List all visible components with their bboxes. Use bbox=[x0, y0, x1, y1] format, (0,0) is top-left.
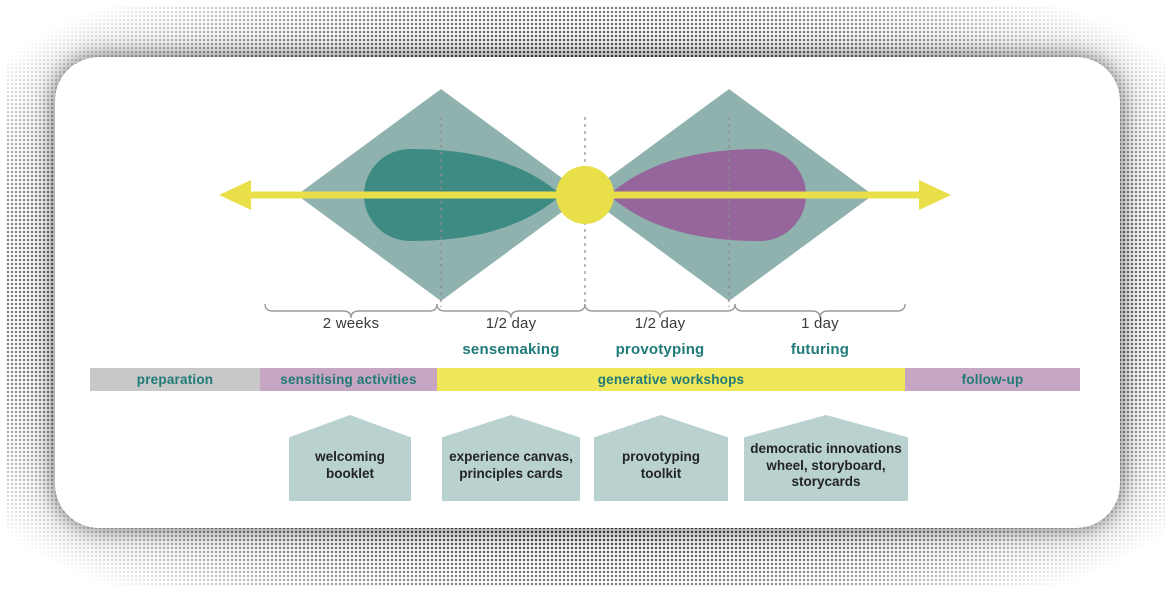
tool-badge-label: democratic innovations wheel, storyboard… bbox=[750, 440, 902, 490]
double-diamond-graphic bbox=[219, 89, 951, 319]
duration-1-day: 1 day bbox=[801, 315, 839, 332]
stage-sensemaking: sensemaking bbox=[462, 341, 560, 358]
tool-badge-label: experience canvas, principles cards bbox=[449, 449, 573, 481]
left-arrowhead-icon bbox=[219, 180, 251, 210]
brace-half-day-2 bbox=[584, 303, 736, 319]
duration-2-weeks: 2 weeks bbox=[322, 315, 380, 332]
phase-preparation: preparation bbox=[90, 368, 260, 391]
phase-follow-up: follow-up bbox=[905, 368, 1080, 391]
right-arrowhead-icon bbox=[919, 180, 951, 210]
brace-2-weeks bbox=[264, 303, 438, 319]
brace-half-day-1 bbox=[436, 303, 586, 319]
phase-sensitising-activities: sensitising activities bbox=[260, 368, 437, 391]
stage-futuring: futuring bbox=[790, 341, 850, 358]
phase-generative-workshops: generative workshops bbox=[437, 368, 905, 391]
center-node bbox=[556, 166, 614, 224]
tool-badge-label: welcoming booklet bbox=[315, 449, 385, 481]
tool-badge-label: provotyping toolkit bbox=[622, 449, 700, 481]
duration-half-day-2: 1/2 day bbox=[634, 315, 686, 332]
phase-bar: preparation sensitising activities gener… bbox=[90, 368, 1080, 391]
duration-half-day-1: 1/2 day bbox=[485, 315, 537, 332]
brace-1-day bbox=[734, 303, 906, 319]
stage-provotyping: provotyping bbox=[615, 341, 705, 358]
process-diagram-card: 2 weeks 1/2 day 1/2 day 1 day sensemakin… bbox=[55, 57, 1120, 528]
